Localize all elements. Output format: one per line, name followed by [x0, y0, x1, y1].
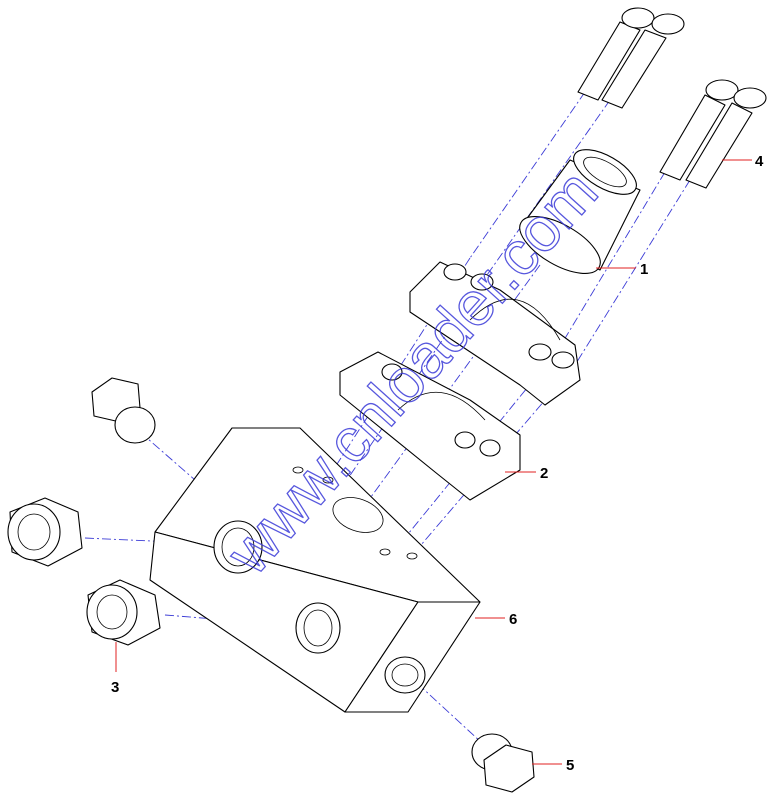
- block-side-port-upper-inner: [221, 527, 255, 567]
- callout-2: 2: [540, 465, 548, 482]
- plug-bottom: [471, 733, 535, 793]
- callout-6: 6: [509, 611, 517, 628]
- cap-screws-lower: [659, 79, 767, 189]
- plug-bottom-hex: [483, 744, 535, 793]
- clamp-lower-body: [339, 351, 521, 501]
- callout-5: 5: [566, 757, 574, 774]
- callout-4: 4: [755, 153, 764, 170]
- screw-b-head: [651, 13, 685, 35]
- clamp-upper-hole-2: [470, 273, 494, 291]
- adapter-lower-face: [86, 584, 138, 640]
- hose-fitting: [519, 149, 641, 274]
- axis-bolt-d: [574, 179, 691, 366]
- screw-a-head: [621, 7, 655, 29]
- axis-fitting-left: [84, 537, 241, 546]
- clamp-lower-hole-1: [381, 363, 403, 381]
- flange-clamp-lower: [339, 351, 521, 501]
- adapter-lower-bore: [96, 594, 128, 630]
- block-bolt-hole-2: [322, 476, 334, 484]
- clamp-upper-hole-4: [551, 351, 575, 369]
- block-end-face: [344, 601, 481, 713]
- cap-screws-upper: [577, 7, 685, 109]
- screw-c-head: [705, 79, 739, 101]
- block-main-port: [332, 497, 384, 533]
- fitting-end-outer: [573, 149, 637, 195]
- screw-c-shank: [659, 94, 726, 181]
- adapter-left-face: [7, 503, 61, 561]
- screw-d-head: [733, 87, 767, 109]
- block-bolt-hole-4: [406, 552, 418, 560]
- adapter-fitting-lower: [86, 579, 161, 646]
- screw-d-shank: [685, 102, 753, 189]
- block-end-port-inner: [391, 663, 419, 687]
- leader-lines: [115, 159, 752, 765]
- block-bolt-hole-3: [379, 548, 391, 556]
- callout-1: 1: [640, 261, 648, 278]
- clamp-upper-hole-3: [528, 343, 552, 361]
- adapter-fitting-left: [7, 497, 83, 567]
- block-bolt-hole-1: [292, 466, 304, 474]
- fitting-end-inner: [583, 156, 627, 188]
- callout-3: 3: [111, 679, 119, 696]
- flange-clamp-upper: [409, 261, 581, 406]
- clamp-upper-saddle: [469, 298, 561, 341]
- block-end-port: [384, 656, 426, 694]
- axis-bolt-b: [479, 99, 611, 286]
- block-side-port-lower: [295, 602, 341, 654]
- valve-block: [149, 427, 481, 713]
- callout-labels: 1 2 3 4 5 6: [111, 153, 764, 774]
- plug-top-body: [114, 406, 156, 444]
- screw-b-shank: [601, 29, 667, 109]
- plug-top: [91, 377, 156, 444]
- screw-a-shank: [577, 21, 641, 101]
- clamp-lower-saddle: [397, 391, 486, 421]
- axis-plug-top: [139, 431, 196, 481]
- clamp-upper-hole-1: [443, 263, 467, 281]
- adapter-left-bore: [17, 513, 51, 551]
- clamp-lower-hole-3: [479, 439, 501, 457]
- block-side-port-lower-inner: [303, 609, 333, 647]
- clamp-lower-hole-2: [454, 431, 476, 449]
- axis-bolt-c: [557, 171, 666, 351]
